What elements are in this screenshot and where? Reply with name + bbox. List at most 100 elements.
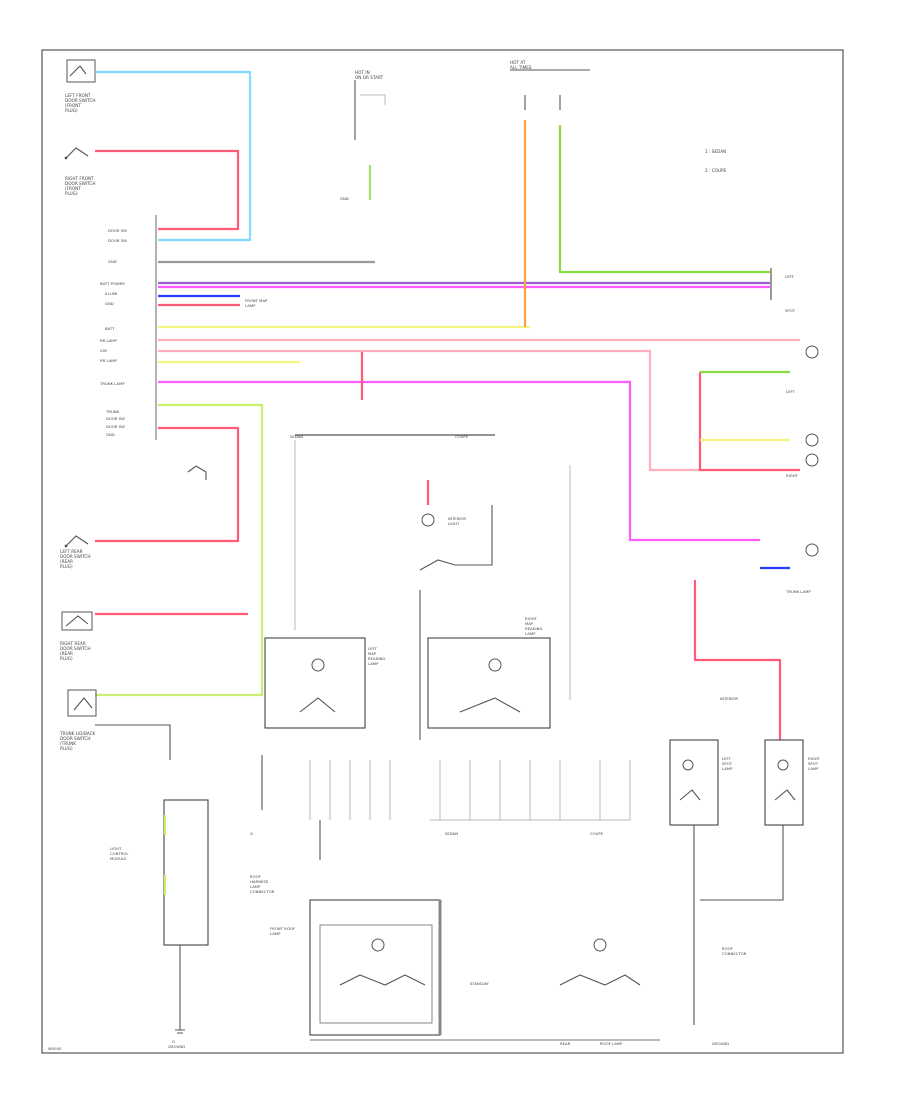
spot-lamps-right: INTERIOR LEFT SPOT LAMP RIGHT SPOT LAMP … [669, 580, 821, 1046]
left-front-door-switch: LEFT FRONT DOOR SWITCH (FRONT PLUG) [65, 59, 96, 113]
svg-text:GROUND: GROUND [712, 1041, 729, 1046]
svg-text:LAMP: LAMP [245, 303, 256, 308]
right-front-door-switch: RIGHT FRONT DOOR SWITCH (FRONT PLUG) [64, 147, 95, 196]
front-roof-lamp: FRONT ROOF LAMP [270, 899, 442, 1036]
svg-text:MAP: MAP [368, 651, 377, 656]
middle-grounds: G ROOF HARNESS LAMP CONNECTOR [250, 755, 321, 894]
svg-text:RIGHT FRONT: RIGHT FRONT [65, 176, 94, 181]
svg-text:LEFT: LEFT [722, 756, 732, 761]
svg-text:TRUNK LAMP: TRUNK LAMP [99, 381, 125, 386]
rear-roof-lamp: STAND-BY REAR ROOF LAMP [310, 938, 660, 1046]
svg-text:SEDAN: SEDAN [290, 434, 303, 439]
svg-text:G: G [250, 831, 253, 836]
svg-text:BATT POWER: BATT POWER [100, 281, 125, 286]
svg-text:DOOR SWITCH: DOOR SWITCH [65, 98, 95, 103]
center-connector-lines [309, 760, 631, 821]
svg-text:ROOF LAMP: ROOF LAMP [600, 1041, 623, 1046]
svg-text:MAP: MAP [525, 621, 534, 626]
svg-text:SPOT: SPOT [785, 308, 796, 313]
svg-text:DOOR SW: DOOR SW [108, 228, 127, 233]
svg-text:FRONT MAP: FRONT MAP [245, 298, 268, 303]
svg-text:STAND-BY: STAND-BY [470, 981, 489, 986]
right-connector: LEFT SPOT [770, 268, 796, 313]
svg-text:DOOR SWITCH: DOOR SWITCH [65, 181, 95, 186]
svg-text:LAMP: LAMP [525, 631, 536, 636]
svg-text:ILLUMI: ILLUMI [105, 291, 117, 296]
svg-text:LAMP: LAMP [368, 661, 379, 666]
svg-text:(FRONT: (FRONT [65, 103, 81, 108]
svg-text:LAMP: LAMP [270, 931, 281, 936]
svg-text:ON OR START: ON OR START [355, 75, 384, 80]
svg-text:2 : COUPE: 2 : COUPE [705, 168, 727, 173]
wire-green-lower [95, 403, 264, 697]
svg-text:LEFT: LEFT [785, 274, 795, 279]
svg-text:READING: READING [368, 656, 386, 661]
svg-text:SEDAN: SEDAN [445, 831, 458, 836]
footer-code: W0000 [48, 1046, 62, 1051]
svg-text:RR LAMP: RR LAMP [100, 358, 118, 363]
right-rear-door-switch: RIGHT REAR DOOR SWITCH (REAR PLUG) [60, 611, 93, 661]
svg-text:LAMP: LAMP [722, 766, 733, 771]
svg-text:LAMP: LAMP [250, 884, 261, 889]
trunk-door-switch: TRUNK LID/BACK DOOR SWITCH (TRUNK PLUG) [59, 689, 171, 760]
svg-text:RR LAMP: RR LAMP [100, 338, 118, 343]
interior-light: SEDAN COUPE INTERIOR LIGHT [290, 434, 571, 740]
svg-text:DOOR SW: DOOR SW [106, 424, 125, 429]
svg-text:GND: GND [106, 432, 115, 437]
fuse-box-left: HOT IN ON OR START GND [340, 70, 386, 201]
svg-text:ROOF: ROOF [250, 874, 261, 879]
svg-text:CONTROL: CONTROL [110, 851, 129, 856]
wire-red-lower [95, 426, 240, 543]
svg-text:(FRONT: (FRONT [65, 186, 81, 191]
svg-text:DOOR SW: DOOR SW [106, 416, 125, 421]
svg-text:(REAR: (REAR [60, 651, 73, 656]
svg-text:GROUND: GROUND [168, 1044, 185, 1049]
svg-text:SPOT: SPOT [808, 761, 819, 766]
svg-text:FRONT ROOF: FRONT ROOF [270, 926, 295, 931]
fuse-box-right: HOT AT ALL TIMES [510, 60, 590, 110]
svg-text:RIGHT: RIGHT [808, 756, 821, 761]
svg-text:LIGHT: LIGHT [448, 521, 460, 526]
svg-text:HOT AT: HOT AT [510, 60, 526, 65]
diagram-frame [41, 49, 844, 1054]
svg-text:RIGHT: RIGHT [525, 616, 538, 621]
svg-text:LEFT REAR: LEFT REAR [60, 549, 83, 554]
svg-text:LEFT: LEFT [786, 389, 796, 394]
ground-switch-small [187, 465, 207, 480]
left-rear-door-switch: LEFT REAR DOOR SWITCH (REAR PLUG) [60, 535, 90, 569]
svg-text:ROOF: ROOF [722, 946, 733, 951]
svg-text:GND: GND [340, 196, 349, 201]
svg-text:DOOR SW: DOOR SW [108, 238, 127, 243]
light-control-module: LIGHT CONTROL MODULE G GROUND [110, 799, 209, 1049]
wire-magenta-long [158, 380, 760, 542]
legend: 1 : SEDAN 2 : COUPE [705, 149, 727, 173]
svg-text:LIGHT: LIGHT [110, 846, 122, 851]
wire-green-top [558, 125, 770, 274]
svg-text:DOOR SWITCH: DOOR SWITCH [60, 554, 90, 559]
svg-text:RIGHT REAR: RIGHT REAR [60, 641, 86, 646]
svg-text:PLUG): PLUG) [65, 108, 78, 113]
svg-text:REAR: REAR [560, 1041, 571, 1046]
svg-text:(TRUNK: (TRUNK [60, 741, 76, 746]
svg-text:PLUG): PLUG) [65, 191, 78, 196]
svg-text:PLUG): PLUG) [60, 564, 73, 569]
switch-label: LEFT FRONT [65, 93, 91, 98]
svg-text:CONNECTOR: CONNECTOR [250, 889, 275, 894]
wire-light-blue [95, 70, 252, 242]
svg-text:RIGHT: RIGHT [786, 473, 799, 478]
svg-text:PLUG): PLUG) [60, 656, 73, 661]
svg-text:GND: GND [108, 259, 117, 264]
svg-text:HOT IN: HOT IN [355, 70, 370, 75]
svg-text:1 : SEDAN: 1 : SEDAN [705, 149, 726, 154]
right-map-lamp: RIGHT MAP READING LAMP [427, 616, 551, 729]
svg-text:SPOT: SPOT [722, 761, 733, 766]
wire-pink-1 [95, 149, 240, 231]
svg-text:G: G [172, 1039, 175, 1044]
connector-block: DOOR SW DOOR SW GND BATT POWER ILLUMI GN… [99, 215, 157, 440]
wire-pink-3 [158, 349, 700, 472]
svg-text:INTERIOR: INTERIOR [720, 696, 738, 701]
svg-text:PLUG): PLUG) [60, 746, 73, 751]
svg-text:TRUNK: TRUNK [105, 409, 120, 414]
svg-text:INTERIOR: INTERIOR [448, 516, 466, 521]
